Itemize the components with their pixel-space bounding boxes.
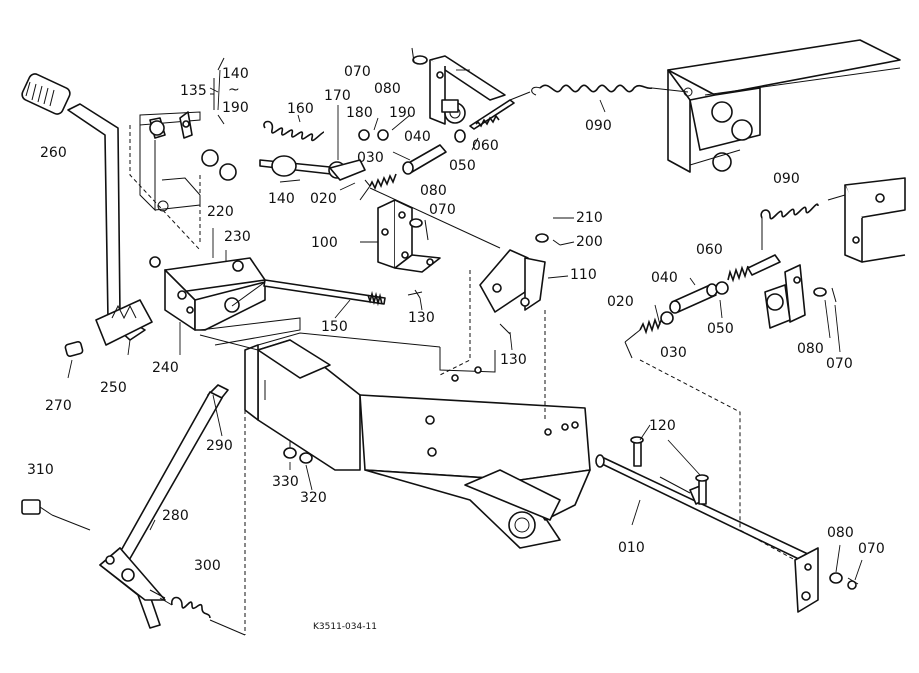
callout-120: 120 [649,418,676,434]
frame-right-bracket [827,177,906,263]
callout-080-right: 080 [797,341,824,357]
callout-260: 260 [40,145,67,161]
callout-270: 270 [45,398,72,414]
callout-140: 140 [268,191,295,207]
callout-060-right: 060 [696,242,723,258]
callout-320: 320 [300,490,327,506]
callout-060-upper: 060 [472,138,499,154]
leader-lines [67,69,863,581]
callout-050-upper: 050 [449,158,476,174]
callout-020-right: 020 [607,294,634,310]
callout-050-right: 050 [707,321,734,337]
callout-070-top: 070 [344,64,371,80]
pins-120 [630,436,709,505]
bracket-top [411,47,506,125]
spring-090-upper [531,84,693,97]
callout-250: 250 [100,380,127,396]
pedal-lever-260 [21,73,153,357]
callout-300: 300 [194,558,221,574]
callout-020-upper: 020 [310,191,337,207]
callout-200: 200 [576,234,603,250]
rod-170 [259,129,389,181]
callout-160: 160 [287,101,314,117]
callout-030-upper: 030 [357,150,384,166]
frame-top-right [667,39,901,173]
callout-070-bottom: 070 [858,541,885,557]
pedal-shaft-010 [595,454,819,613]
callout-290: 290 [206,438,233,454]
callout-280: 280 [162,508,189,524]
reference-lines [51,380,266,636]
callout-170: 170 [324,88,351,104]
range-bracket [210,57,225,125]
callout-230: 230 [224,229,251,245]
callout-210: 210 [576,210,603,226]
callout-310: 310 [27,462,54,478]
spring-160 [263,120,325,142]
callout-010: 010 [618,540,645,556]
callout-190-range: 190 [222,100,249,116]
callout-040-upper: 040 [404,129,431,145]
callout-240: 240 [152,360,179,376]
callout-range-tilde: ~ [228,82,240,98]
washers-lower-right [829,572,859,590]
rod-060-right [727,254,781,283]
callout-040-right: 040 [651,270,678,286]
callout-030-right: 030 [660,345,687,361]
rod-150 [231,279,386,307]
nuts-330-320 [283,440,313,464]
callout-220: 220 [207,204,234,220]
callout-150: 150 [321,319,348,335]
callout-080-mid: 080 [420,183,447,199]
callout-190: 190 [389,105,416,121]
pin-040-upper [359,129,501,249]
callout-110: 110 [570,267,597,283]
bracket-right [639,264,837,561]
bolt-020-right [624,311,674,359]
callout-140-range: 140 [222,66,249,82]
pedal-bracket-assembly [199,332,591,549]
callout-090-right: 090 [773,171,800,187]
pin-040-right [669,281,729,314]
spring-090-right [760,203,819,250]
callout-130-mid: 130 [408,310,435,326]
callout-330: 330 [272,474,299,490]
callout-labels: 135 140 ~ 190 160 170 180 190 040 030 02… [27,64,885,632]
support-plate-upper-left [129,111,237,251]
drawing-code: K3511-034-11 [313,622,377,632]
callout-070-mid: 070 [429,202,456,218]
callout-135: 135 [180,83,207,99]
bracket-100 [377,199,441,299]
callout-180: 180 [346,105,373,121]
spring-300 [159,596,211,619]
callout-090-upper: 090 [585,118,612,134]
bolt-310 [21,499,53,516]
rod-060-upper [469,91,531,130]
bracket-240 [149,256,301,346]
callout-070-right: 070 [826,356,853,372]
callout-100: 100 [311,235,338,251]
bracket-110 [439,233,561,420]
callout-130-right: 130 [500,352,527,368]
callout-080-bottom: 080 [827,525,854,541]
pedal-arm-280 [99,384,229,629]
callout-080-top: 080 [374,81,401,97]
